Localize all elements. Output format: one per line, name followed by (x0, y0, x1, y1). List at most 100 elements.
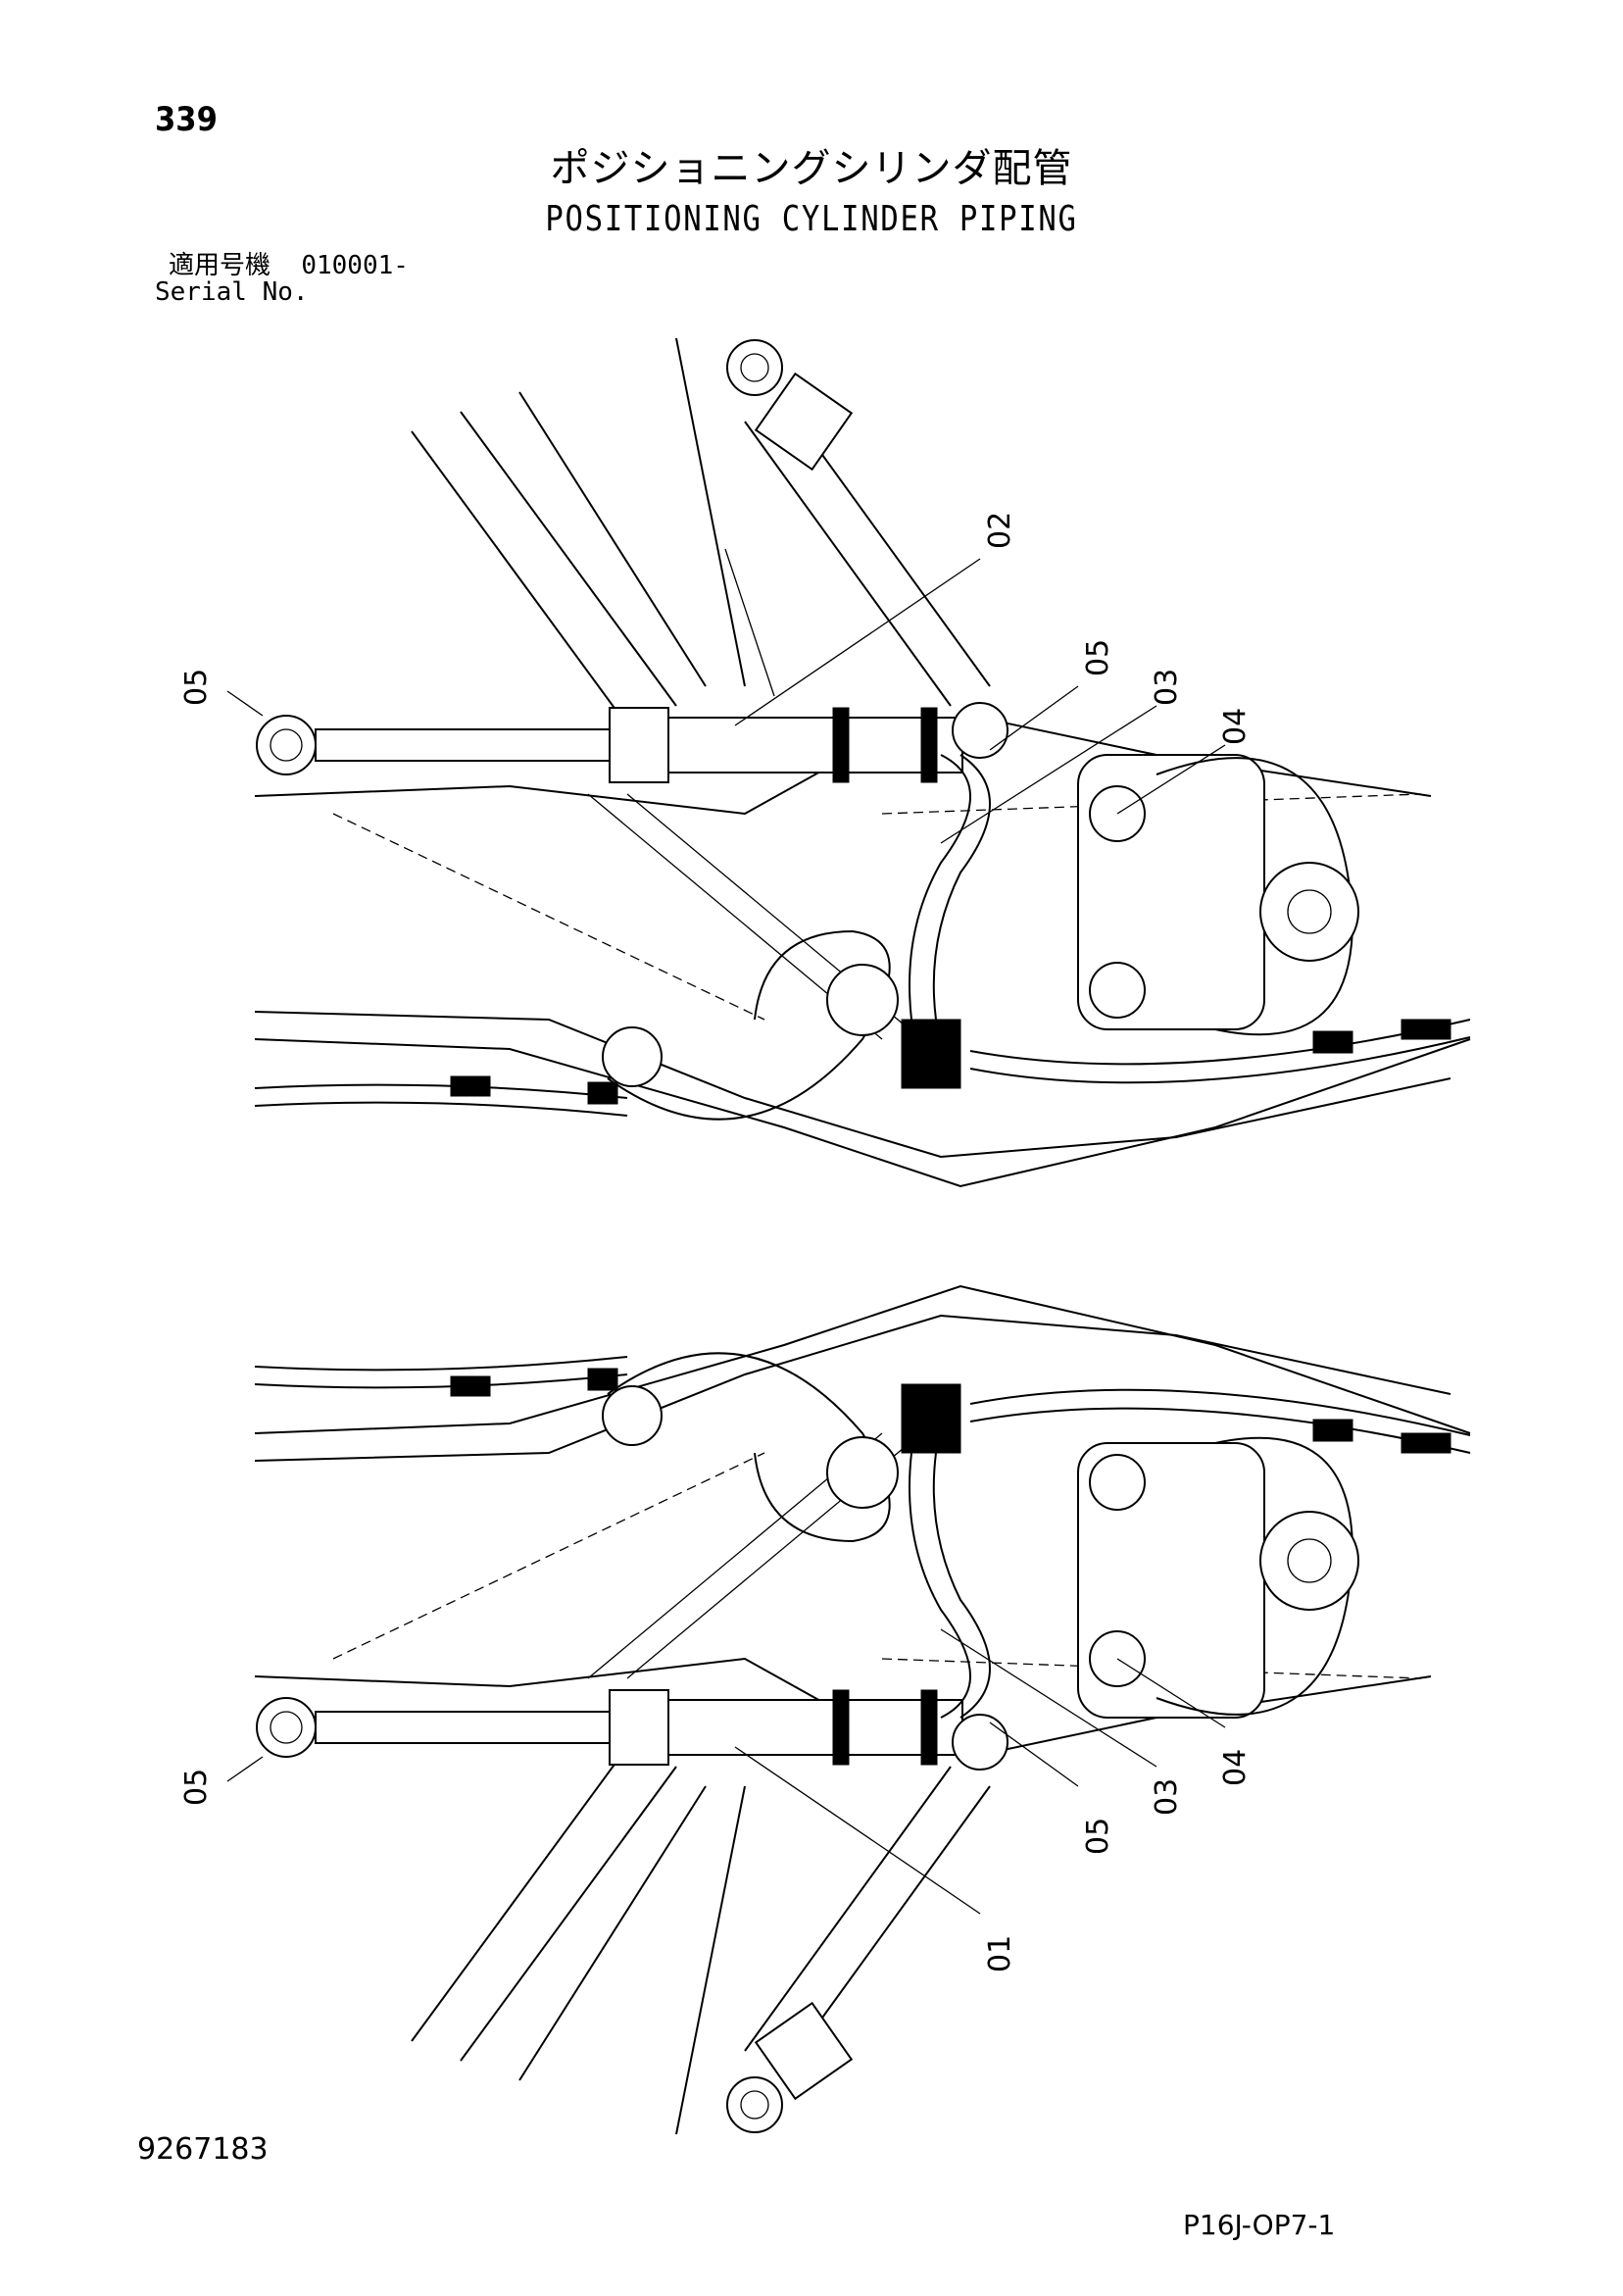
bottom-cylinder-band (920, 1689, 938, 1766)
bottom-arm-edge (518, 1785, 707, 2081)
bottom-hose-04 (932, 1452, 991, 1719)
top-hidden-line (332, 813, 765, 1021)
bottom-cylinder-rod-pin (270, 1711, 303, 1744)
bottom-leader-01 (734, 1746, 981, 1915)
top-pivot-bore (1287, 889, 1332, 934)
serial-label-jp: 適用号機 (169, 251, 271, 280)
top-callout-03: 03 (1150, 669, 1184, 706)
top-boom-pin-boss (602, 1026, 663, 1087)
bottom-cylinder-tube (667, 1699, 963, 1756)
bottom-frame-lower-edge-2 (254, 1284, 1471, 1434)
bottom-hose-return (969, 1388, 1471, 1436)
bottom-cylinder-rod-eye (256, 1697, 317, 1758)
bottom-callout-01: 01 (983, 1935, 1017, 1972)
bottom-cylinder-rod (315, 1711, 611, 1744)
bottom-callout-03: 03 (1150, 1778, 1184, 1816)
top-hose-fitting (450, 1075, 491, 1097)
bottom-pivot-boss (1259, 1511, 1359, 1611)
top-cylinder-eye (726, 339, 783, 396)
bottom-cylinder-eye (726, 2076, 783, 2133)
bottom-arm-edge (675, 1785, 746, 2135)
top-arm-edge (460, 411, 677, 707)
top-leader-03 (940, 705, 1157, 844)
bottom-cylinder-band (832, 1689, 850, 1766)
bottom-leader-03 (940, 1628, 1157, 1768)
serial-label-en: Serial No. (155, 277, 309, 307)
top-boom-pin-boss (826, 964, 899, 1036)
top-cylinder-rod-eye (256, 715, 317, 775)
top-cylinder-head (754, 372, 854, 472)
top-cylinder-band (920, 707, 938, 783)
top-hose-03 (909, 754, 971, 1021)
top-cylinder-gland (609, 707, 669, 783)
top-assembly-view: 05 02 05 03 04 (179, 337, 1471, 1188)
bottom-leader-04 (1116, 1658, 1226, 1728)
top-arm-edge (518, 391, 707, 687)
top-frame-lower-edge (254, 1011, 1451, 1159)
serial-value: 010001- (301, 251, 409, 280)
top-callout-04: 04 (1218, 708, 1253, 745)
bottom-hidden-line (332, 1452, 765, 1660)
bottom-leader-05 (226, 1756, 264, 1782)
top-leader-05 (226, 690, 264, 717)
bottom-callout-05-left: 05 (179, 1769, 214, 1806)
top-hose-fitting (587, 1081, 618, 1105)
document-number: 9267183 (137, 2132, 269, 2167)
top-hose-left (254, 1083, 628, 1099)
bottom-hose-left (254, 1356, 628, 1372)
bottom-valve-block (901, 1383, 961, 1454)
bottom-cylinder-head (754, 2001, 854, 2101)
top-leader-02 (734, 558, 981, 726)
bottom-hose-fitting (1401, 1432, 1451, 1454)
bottom-hose-return (969, 1407, 1471, 1454)
bottom-cylinder-base-eye (952, 1714, 1008, 1771)
top-hose-left (254, 1101, 628, 1117)
top-pivot-boss (1259, 862, 1359, 962)
top-hose-fitting (1312, 1030, 1353, 1054)
top-valve-block (901, 1019, 961, 1089)
top-hose-04 (932, 754, 991, 1021)
top-leader-04 (1116, 744, 1226, 815)
top-leader-05 (989, 685, 1079, 751)
bottom-leader-05 (989, 1722, 1079, 1787)
bottom-callout-05-right: 05 (1081, 1818, 1115, 1855)
top-bracket-hole (1089, 962, 1146, 1019)
top-arm-edge (675, 337, 746, 687)
bottom-hose-left (254, 1373, 628, 1389)
bottom-hose-fitting (587, 1368, 618, 1391)
top-cylinder-base-eye (952, 702, 1008, 759)
top-cylinder-pin (740, 353, 769, 382)
bottom-pivot-bore (1287, 1538, 1332, 1583)
bottom-callout-04: 04 (1218, 1749, 1253, 1786)
top-cylinder-edge (744, 421, 952, 707)
bottom-boom-pin-boss (826, 1436, 899, 1509)
top-arm-edge (724, 548, 775, 697)
top-callout-05-right: 05 (1081, 639, 1115, 676)
sheet-code: P16J-OP7-1 (1183, 2209, 1336, 2241)
bottom-cylinder-pin (740, 2090, 769, 2120)
title-english: POSITIONING CYLINDER PIPING (545, 199, 1078, 239)
top-hose-return (969, 1019, 1471, 1066)
bottom-bracket-hole (1089, 1454, 1146, 1511)
bottom-cylinder-gland (609, 1689, 669, 1766)
bottom-cylinder-edge (744, 1766, 952, 2052)
top-cylinder-band (832, 707, 850, 783)
top-callout-02: 02 (983, 512, 1017, 549)
top-hose-fitting (1401, 1019, 1451, 1040)
top-arm-edge (411, 430, 628, 726)
top-frame-lower-edge-2 (254, 1038, 1471, 1188)
top-cylinder-tube (667, 717, 963, 774)
serial-line: 適用号機 010001- (169, 253, 409, 278)
bottom-arm-edge (460, 1766, 677, 2062)
top-cylinder-rod (315, 728, 611, 762)
bottom-arm-edge (411, 1746, 628, 2042)
bottom-hose-03 (909, 1452, 971, 1719)
bottom-hose-fitting (450, 1375, 491, 1397)
bottom-boom-pin-boss (602, 1385, 663, 1446)
title-japanese: ポジショニングシリンダ配管 (550, 146, 1073, 191)
top-cylinder-rod-pin (270, 728, 303, 762)
page-number: 339 (155, 100, 218, 139)
bottom-assembly-view: 05 01 05 03 04 (179, 1284, 1471, 2135)
